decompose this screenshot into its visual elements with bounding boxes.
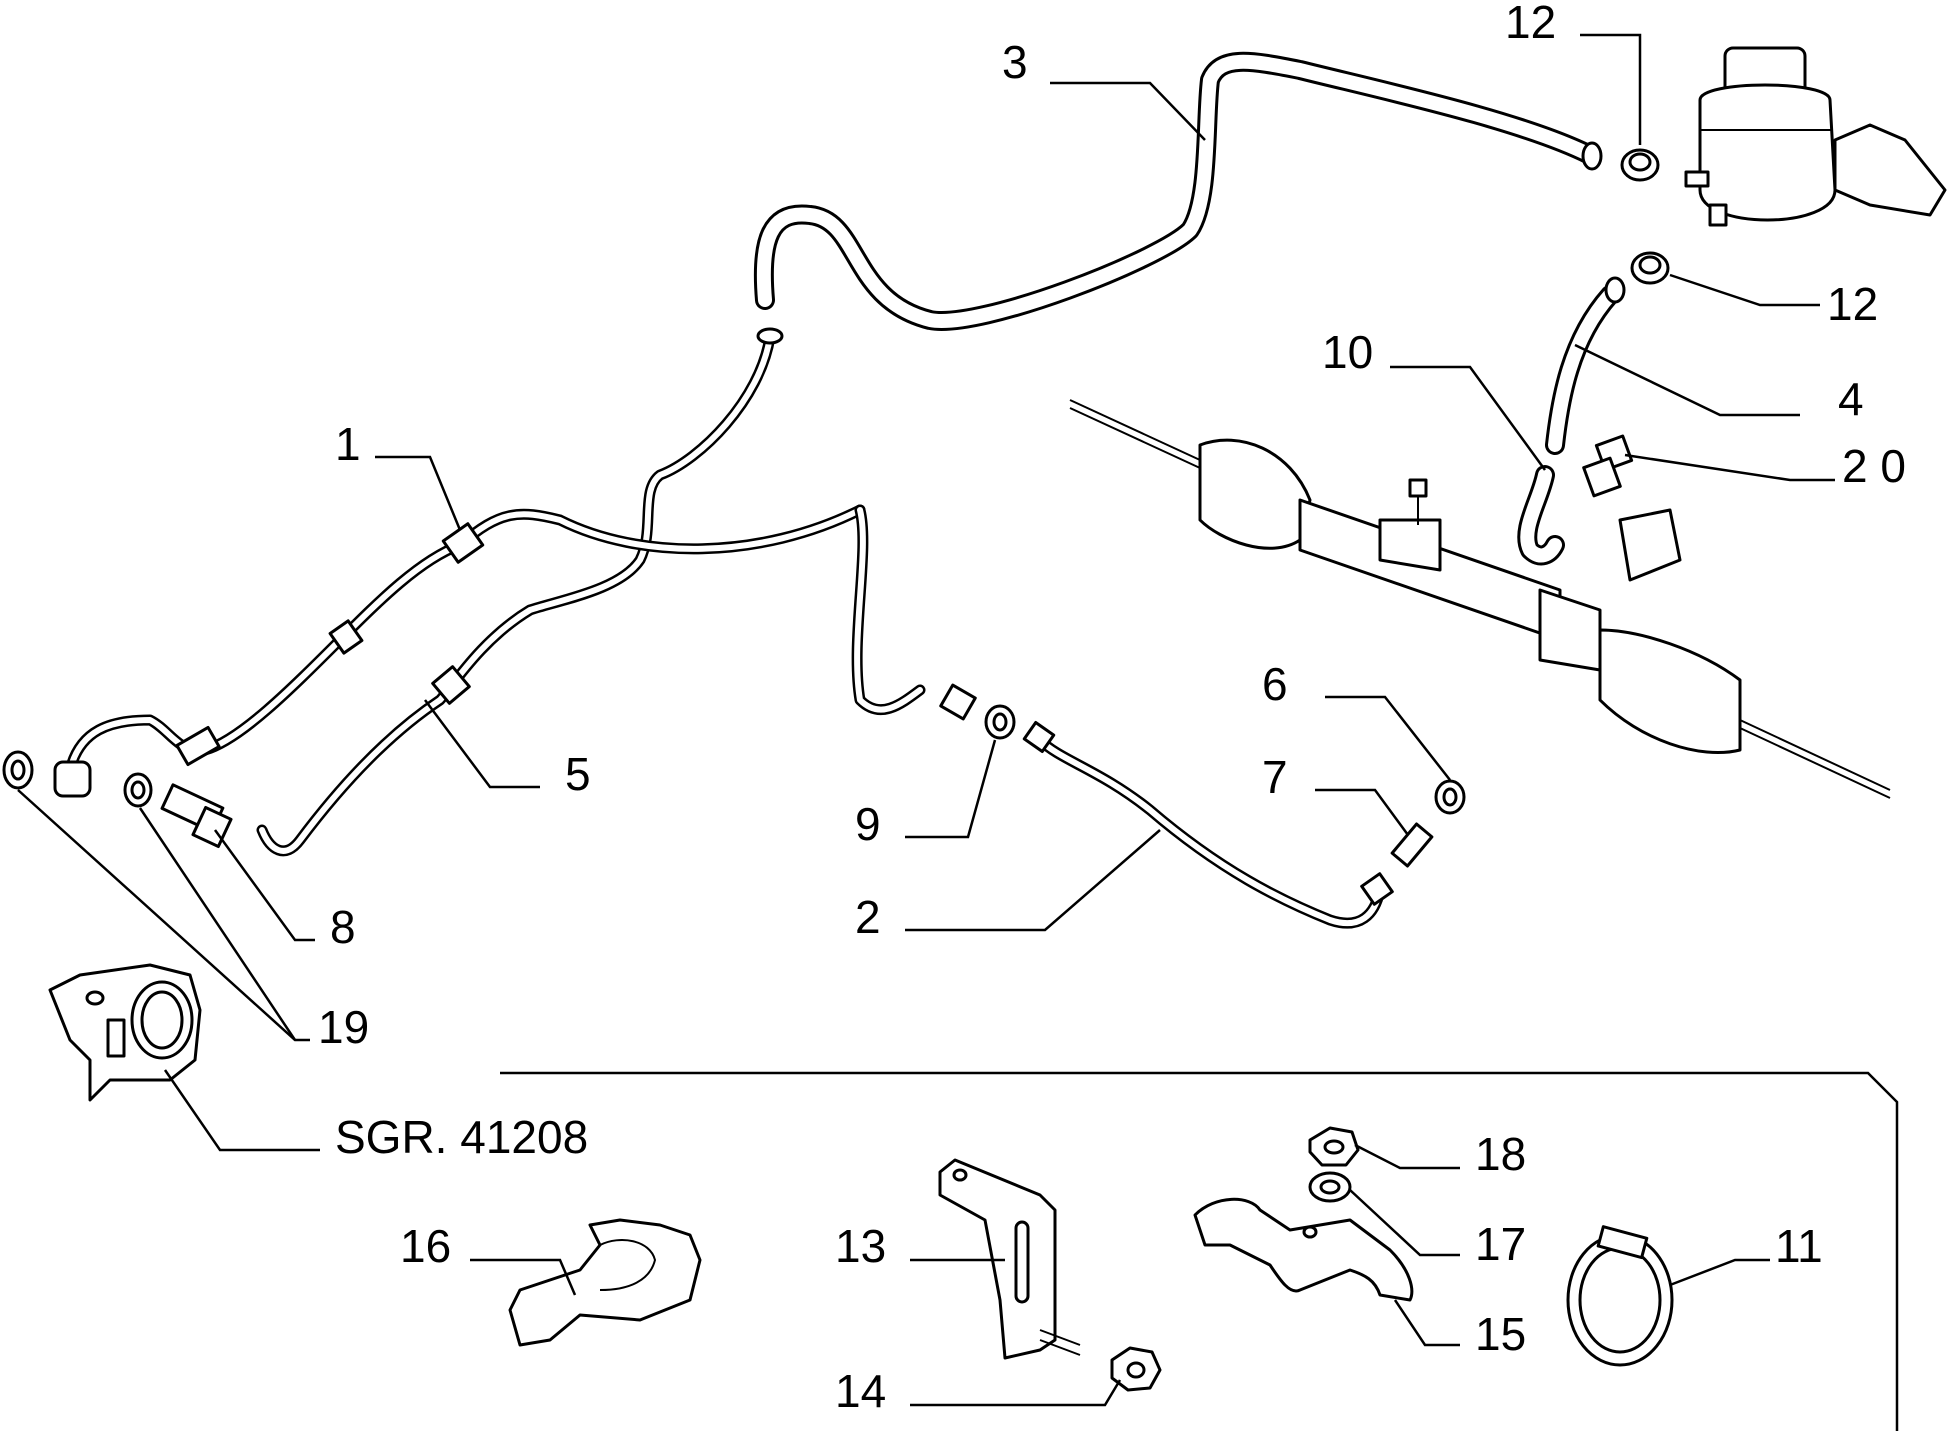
callout-3: 3 — [1002, 36, 1028, 88]
callout-9: 9 — [855, 798, 881, 850]
leader-17 — [1349, 1189, 1460, 1257]
leader-12-top — [1580, 33, 1642, 145]
callout-13: 13 — [835, 1220, 886, 1272]
leader-20 — [1624, 453, 1835, 482]
seal-19-left — [2, 750, 34, 790]
bracket-15 — [1193, 1197, 1414, 1302]
callout-16: 16 — [400, 1220, 451, 1272]
washer-17 — [1308, 1171, 1352, 1203]
callout-7: 7 — [1262, 751, 1288, 803]
clamp-12-top — [1620, 148, 1660, 182]
callout-20: 2 0 — [1842, 440, 1906, 492]
callout-11: 11 — [1775, 1220, 1823, 1272]
pipe-2 — [1022, 720, 1394, 929]
clamp-12-right — [1630, 251, 1670, 285]
callout-labels: 3 12 12 4 10 2 0 1 5 6 7 9 2 8 19 SGR. 4… — [318, 0, 1906, 1417]
callout-17: 17 — [1475, 1218, 1526, 1270]
leader-16 — [470, 1258, 577, 1296]
hose-4 — [1545, 276, 1626, 455]
callout-18: 18 — [1475, 1128, 1526, 1180]
callout-sgr: SGR. 41208 — [335, 1111, 588, 1163]
hose-10 — [1517, 465, 1565, 566]
bracket-16 — [508, 1218, 702, 1347]
nut-14 — [1110, 1346, 1162, 1392]
pump-sgr — [48, 963, 202, 1102]
union-8 — [160, 783, 233, 849]
leader-14 — [910, 1379, 1122, 1407]
leader-18 — [1354, 1143, 1460, 1170]
leader-19b — [138, 807, 297, 1041]
hose-5 — [256, 327, 784, 857]
hose-1 — [64, 504, 977, 776]
leader-11 — [1669, 1258, 1770, 1287]
union-20 — [1582, 434, 1634, 498]
seal-19-right — [123, 772, 153, 808]
leader-3 — [1050, 81, 1206, 141]
cap-1-end — [53, 760, 92, 798]
leader-4 — [1574, 343, 1800, 417]
fluid-reservoir — [1684, 46, 1947, 227]
callout-4: 4 — [1838, 373, 1864, 425]
steering-rack — [1069, 399, 1891, 799]
callout-2: 2 — [855, 891, 881, 943]
callout-12-top: 12 — [1505, 0, 1556, 48]
leader-1 — [375, 455, 462, 531]
leader-sgr — [163, 1069, 320, 1152]
seal-6 — [1434, 779, 1466, 815]
callout-1: 1 — [335, 418, 361, 470]
leader-6 — [1325, 695, 1451, 781]
callout-10: 10 — [1322, 326, 1373, 378]
callout-6: 6 — [1262, 658, 1288, 710]
leader-7 — [1315, 788, 1410, 836]
callout-8: 8 — [330, 901, 356, 953]
leader-5 — [423, 699, 540, 789]
callout-14: 14 — [835, 1365, 886, 1417]
callout-5: 5 — [565, 748, 591, 800]
hose-3 — [753, 51, 1603, 331]
union-7 — [1390, 822, 1434, 868]
leader-lines — [17, 33, 1835, 1407]
callout-12-right: 12 — [1827, 278, 1878, 330]
leader-8 — [213, 829, 315, 942]
seal-9 — [984, 704, 1016, 740]
leader-12-right — [1669, 273, 1820, 307]
callout-15: 15 — [1475, 1308, 1526, 1360]
nut-18 — [1308, 1126, 1360, 1167]
clamp-11 — [1566, 1225, 1674, 1367]
leader-9 — [905, 739, 997, 839]
leader-2 — [905, 829, 1161, 932]
leader-10 — [1390, 365, 1547, 471]
callout-19: 19 — [318, 1001, 369, 1053]
leader-15 — [1393, 1299, 1460, 1347]
separator-line — [500, 1071, 1899, 1431]
